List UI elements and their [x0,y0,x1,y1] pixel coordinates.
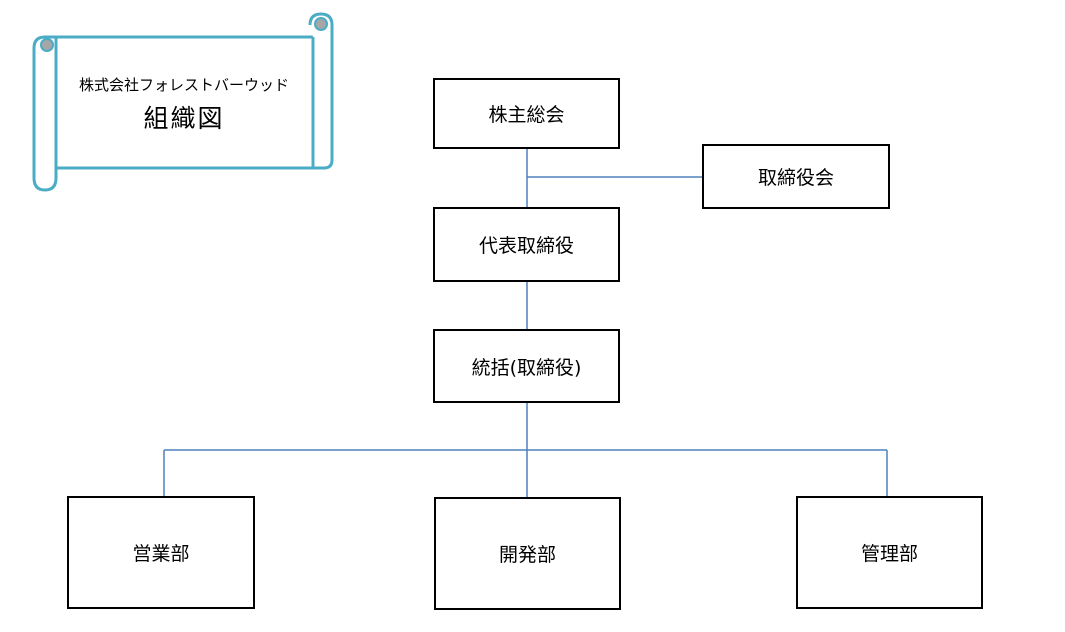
node-board-of-directors: 取締役会 [702,144,890,209]
node-development-department: 開発部 [434,497,621,610]
node-representative-director: 代表取締役 [433,207,620,282]
chart-title: 組織図 [143,104,225,133]
scroll-banner [32,12,334,192]
scroll-left-roll [32,35,58,192]
node-shareholders-meeting: 株主総会 [433,78,620,149]
connectors [163,149,888,497]
scroll-right-curl-icon [314,17,328,31]
node-sales-department: 営業部 [67,496,255,609]
node-administration-department: 管理部 [796,496,983,609]
scroll-right-roll [308,12,334,170]
company-name: 株式会社フォレストバーウッド [78,76,289,94]
scroll-left-curl-icon [40,38,54,52]
node-general-manager: 統括(取締役) [433,329,620,403]
